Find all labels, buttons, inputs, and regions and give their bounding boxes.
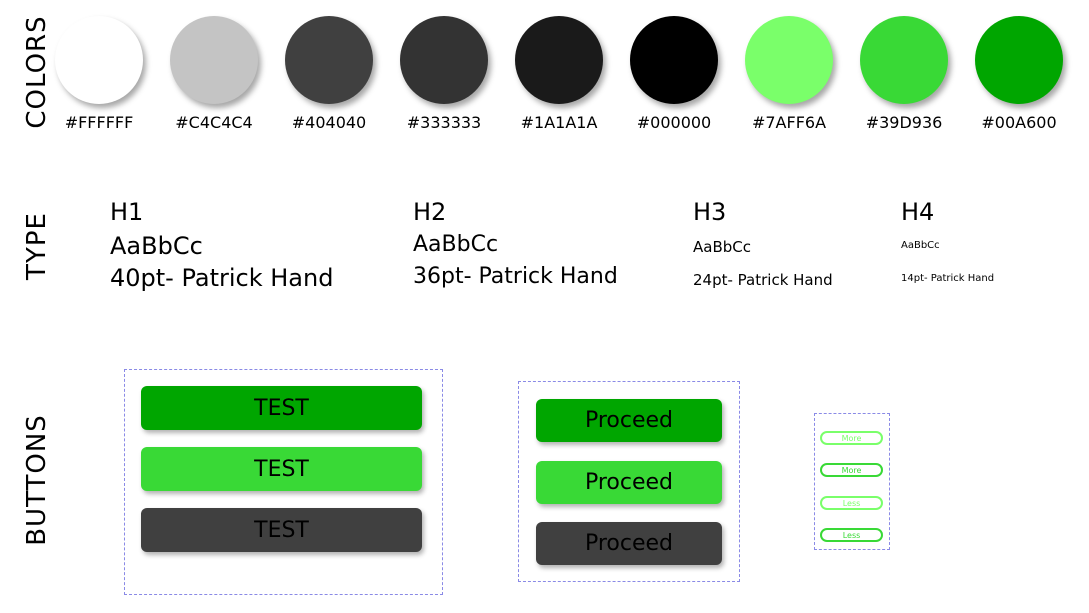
test-button-green[interactable]: TEST — [141, 447, 422, 491]
proceed-button-dark-green[interactable]: Proceed — [536, 399, 722, 442]
color-code-light-green: #7AFF6A — [751, 113, 827, 132]
more-button[interactable]: More — [820, 463, 883, 477]
type-h2-spec: 36pt- Patrick Hand — [413, 264, 618, 289]
less-button-light[interactable]: Less — [820, 496, 883, 510]
color-swatch-light-gray — [170, 16, 258, 104]
type-h4-sample: AaBbCc — [901, 240, 940, 251]
type-h3-sample: AaBbCc — [693, 238, 751, 256]
color-code-white: #FFFFFF — [64, 113, 134, 132]
color-swatch-green — [860, 16, 948, 104]
small-button-group: More More Less Less — [814, 413, 890, 550]
proceed-button-green[interactable]: Proceed — [536, 461, 722, 504]
less-button[interactable]: Less — [820, 528, 883, 542]
color-code-dark-green: #00A600 — [981, 113, 1057, 132]
colors-section-label: COLORS — [22, 15, 52, 129]
type-h4-heading: H4 — [901, 198, 935, 226]
color-code-charcoal: #333333 — [406, 113, 482, 132]
color-swatch-near-black — [515, 16, 603, 104]
buttons-section-label: BUTTONS — [22, 414, 52, 546]
type-h3-spec: 24pt- Patrick Hand — [693, 271, 833, 289]
type-h4-spec: 14pt- Patrick Hand — [901, 273, 995, 284]
color-code-green: #39D936 — [865, 113, 943, 132]
test-button-dark-green[interactable]: TEST — [141, 386, 422, 430]
type-h3-heading: H3 — [693, 198, 727, 226]
color-swatch-black — [630, 16, 718, 104]
test-button-gray[interactable]: TEST — [141, 508, 422, 552]
color-swatch-dark-green — [975, 16, 1063, 104]
type-h2-sample: AaBbCc — [413, 232, 499, 257]
color-code-near-black: #1A1A1A — [520, 113, 598, 132]
color-code-black: #000000 — [636, 113, 712, 132]
color-swatch-white — [55, 16, 143, 104]
color-code-dark-gray: #404040 — [291, 113, 367, 132]
color-code-light-gray: #C4C4C4 — [175, 113, 253, 132]
color-swatch-charcoal — [400, 16, 488, 104]
type-h1-sample: AaBbCc — [110, 232, 203, 260]
type-section-label: TYPE — [22, 212, 52, 280]
color-swatch-dark-gray — [285, 16, 373, 104]
type-h2-heading: H2 — [413, 198, 447, 226]
more-button-light[interactable]: More — [820, 431, 883, 445]
color-swatch-light-green — [745, 16, 833, 104]
type-h1-heading: H1 — [110, 198, 144, 226]
large-button-group: TEST TEST TEST — [124, 369, 443, 595]
type-h1-spec: 40pt- Patrick Hand — [110, 264, 334, 292]
proceed-button-gray[interactable]: Proceed — [536, 522, 722, 565]
medium-button-group: Proceed Proceed Proceed — [518, 381, 740, 582]
